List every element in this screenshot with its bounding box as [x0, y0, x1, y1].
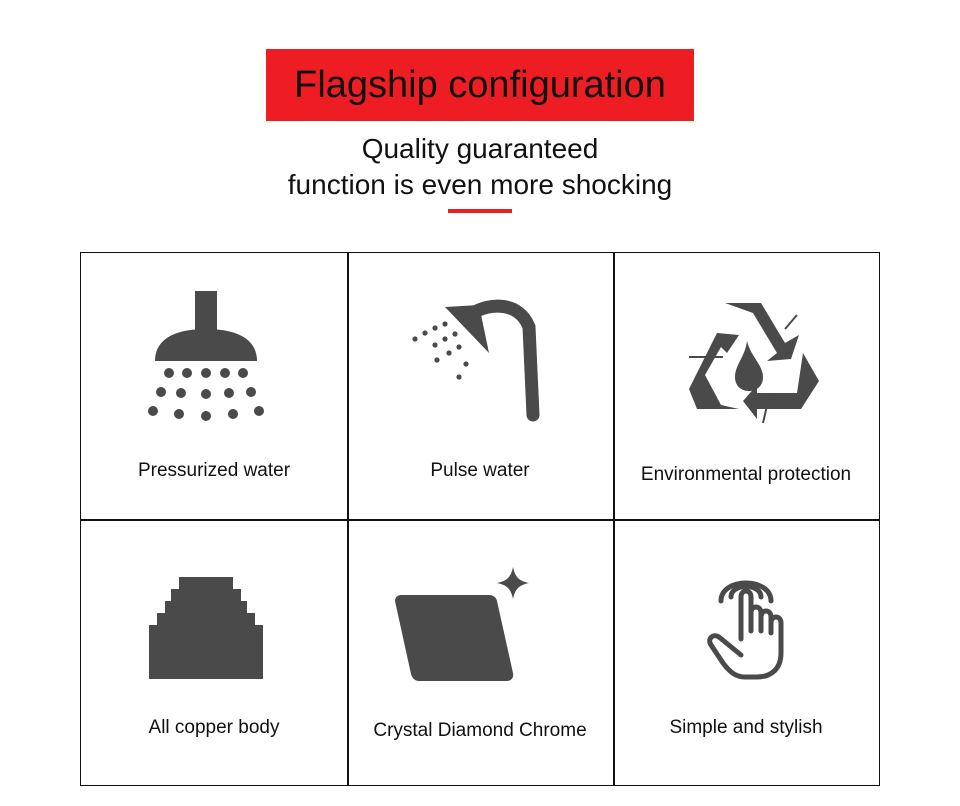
subtitle-line-2: function is even more shocking	[287, 169, 673, 200]
sparkle-chrome-icon	[395, 567, 529, 681]
feature-cell-pressurized-water: Pressurized water	[81, 253, 347, 519]
handheld-shower-icon	[412, 299, 540, 422]
recycle-icon	[689, 303, 819, 424]
feature-cell-environmental-protection: Environmental protection	[613, 253, 879, 519]
page-title: Flagship configuration	[294, 63, 666, 106]
accent-underline	[448, 209, 512, 213]
feature-label: Environmental protection	[640, 464, 852, 485]
subtitle-line-1: Quality guaranteed	[361, 133, 599, 164]
feature-cell-simple-and-stylish: Simple and stylish	[613, 519, 879, 785]
feature-label: Simple and stylish	[669, 717, 823, 738]
title-banner: Flagship configuration	[266, 49, 694, 121]
stepped-block-icon	[149, 577, 263, 679]
feature-cell-all-copper-body: All copper body	[81, 519, 347, 785]
feature-label: All copper body	[148, 717, 280, 738]
feature-cell-crystal-diamond-chrome: Crystal Diamond Chrome	[347, 519, 613, 785]
touch-hand-icon	[707, 580, 784, 680]
feature-label: Pressurized water	[137, 460, 291, 481]
feature-label: Pulse water	[430, 460, 530, 481]
feature-cell-pulse-water: Pulse water	[347, 253, 613, 519]
grid-divider	[81, 519, 879, 521]
feature-grid: Pressurized water Pulse water	[80, 252, 880, 786]
feature-label: Crystal Diamond Chrome	[373, 720, 587, 741]
shower-head-icon	[148, 291, 264, 421]
